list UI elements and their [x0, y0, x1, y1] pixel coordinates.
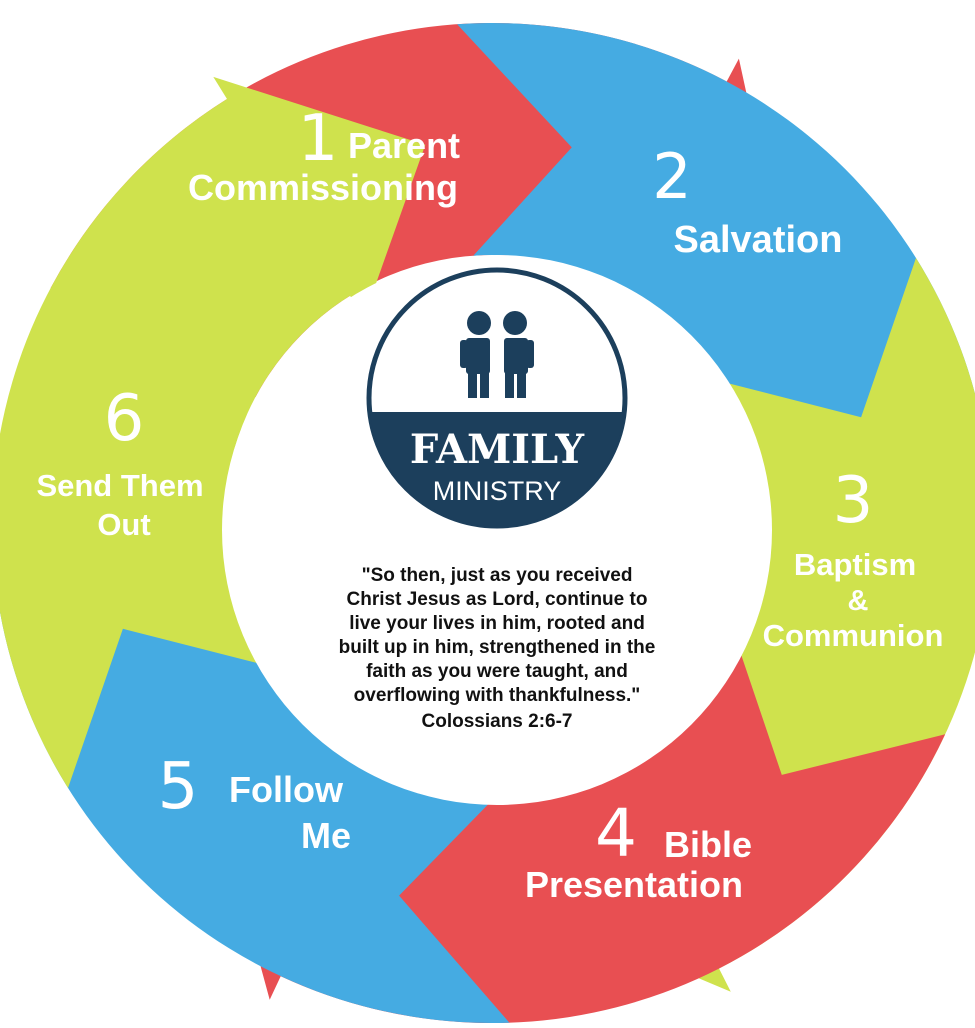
step-1: 1 Parent Commissioning — [188, 102, 460, 208]
logo-subtitle: MINISTRY — [433, 476, 562, 506]
quote-line-4: built up in him, strengthened in the — [339, 637, 656, 658]
step-3-label-line-3: Communion — [763, 618, 944, 653]
step-4-label-line-1: Bible — [664, 824, 752, 865]
quote-line-6: overflowing with thankfulness." — [354, 685, 641, 706]
step-6-arrow — [0, 76, 426, 788]
quote-line-2: Christ Jesus as Lord, continue to — [347, 589, 648, 610]
logo-title: FAMILY — [410, 426, 585, 473]
step-5-label-line-1: Follow — [229, 769, 344, 810]
step-1-number: 1 — [298, 102, 339, 176]
step-2-number: 2 — [652, 140, 691, 213]
step-6-label-line-1: Send Them — [36, 468, 203, 503]
quote-line-1: "So then, just as you received — [362, 565, 633, 586]
quote-line-3: live your lives in him, rooted and — [349, 613, 645, 634]
step-3-label-line-1: Baptism — [794, 547, 916, 582]
scripture-quote: "So then, just as you received Christ Je… — [339, 565, 656, 732]
step-4-number: 4 — [595, 795, 637, 872]
quote-reference: Colossians 2:6-7 — [422, 711, 573, 732]
family-ministry-logo: FAMILY MINISTRY — [366, 267, 628, 529]
step-6-label-line-2: Out — [97, 507, 150, 542]
step-1-label-line-2: Commissioning — [188, 167, 458, 208]
step-3: 3 Baptism & Communion — [763, 464, 944, 653]
quote-line-5: faith as you were taught, and — [366, 661, 628, 682]
two-people-icon — [460, 311, 534, 398]
center-disc — [222, 255, 772, 805]
step-3-number: 3 — [833, 464, 874, 538]
step-1-label-line-1: Parent — [348, 125, 460, 166]
step-2-label-line-1: Salvation — [674, 219, 843, 261]
step-6: 6 Send Them Out — [36, 382, 203, 542]
step-5: 5 Follow Me — [158, 750, 351, 856]
step-5-number: 5 — [158, 750, 199, 824]
step-4-label-line-2: Presentation — [525, 864, 743, 905]
step-4: 4 Bible Presentation — [525, 795, 752, 905]
step-2: 2 Salvation — [652, 140, 842, 261]
step-5-label-line-2: Me — [301, 815, 351, 856]
step-6-number: 6 — [104, 382, 145, 456]
step-3-label-line-2: & — [848, 585, 869, 617]
